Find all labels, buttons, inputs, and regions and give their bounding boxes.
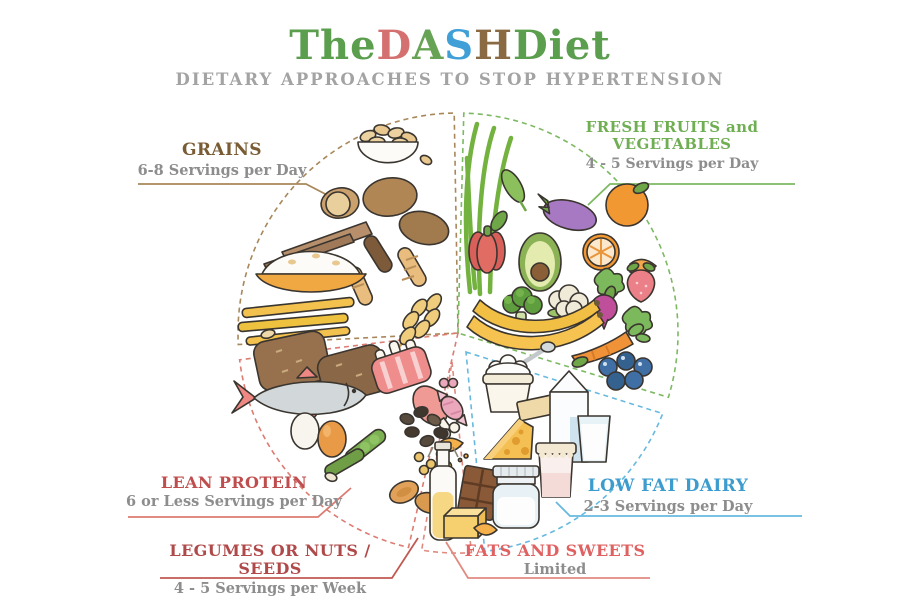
grains-label-title: GRAINS: [181, 140, 262, 160]
fats-sweets-foods: [427, 377, 502, 541]
title-letter-d: D: [376, 22, 413, 69]
fats-sweets-label: FATS AND SWEETS Limited: [449, 541, 661, 579]
milk-jar-icon: [492, 465, 540, 529]
milk-cup-icon: [535, 442, 577, 498]
low-fat-dairy-label: LOW FAT DAIRY 2-3 Servings per Day: [570, 476, 766, 515]
legumes-servings: 4 - 5 Servings per Week: [173, 579, 367, 597]
lean-protein-label: LEAN PROTEIN 6 or Less Servings per Day: [119, 473, 349, 511]
bananas-icon: [466, 299, 605, 351]
fruits-vegetables-wedge: [457, 112, 679, 399]
wheat-icon: [389, 293, 443, 359]
eggs-icon: [290, 412, 347, 458]
grains-callout-line: [138, 183, 332, 198]
title-letter-a: A: [412, 22, 445, 69]
title-letter-h: H: [474, 22, 513, 69]
fruits-vegetables-foods: [463, 121, 657, 391]
green-beans-icon: [324, 428, 387, 483]
legumes-nuts-seeds-label: LEGUMES OR NUTS / SEEDS 4 - 5 Servings p…: [142, 541, 398, 597]
legumes-callout-line: [160, 537, 419, 579]
fruits-vegetables-label: FRESH FRUITS and VEGETABLES 4 - 5 Servin…: [574, 118, 770, 172]
dairy-callout-line: [555, 501, 802, 517]
low-fat-dairy-wedge: [465, 350, 664, 553]
peach-slice-icon: [473, 522, 498, 536]
strawberry-icon: [626, 262, 656, 303]
fats-servings: Limited: [523, 561, 587, 579]
fruits-servings: 4 - 5 Servings per Day: [585, 155, 759, 172]
carrot-icon: [571, 323, 651, 366]
avocado-icon: [518, 232, 562, 292]
legumes-label-title: LEGUMES OR NUTS / SEEDS: [169, 541, 371, 579]
leaf-icon: [490, 210, 508, 232]
fruits-label-line1: FRESH FRUITS and: [585, 118, 759, 136]
fats-label-title: FATS AND SWEETS: [464, 541, 646, 560]
blueberries-icon: [598, 351, 653, 391]
milk-glass-icon: [577, 415, 611, 463]
yogurt-cup-icon: [482, 341, 556, 413]
grains-servings: 6-8 Servings per Day: [137, 161, 307, 179]
title-word-diet: Diet: [512, 22, 611, 69]
dairy-label-title: LOW FAT DAIRY: [587, 476, 749, 496]
flour-bowl-icon: [255, 250, 367, 293]
callout-lines: [128, 183, 802, 579]
potatoes-icon: [320, 177, 450, 246]
candy-icon: [436, 377, 468, 427]
fruits-label-line2: VEGETABLES: [612, 135, 732, 154]
beans-seeds-icon: [399, 406, 449, 448]
lean-protein-wedge: [238, 332, 460, 549]
dairy-servings: 2-3 Servings per Day: [583, 497, 753, 515]
chocolate-bar-icon: [456, 464, 502, 522]
orange-icon: [605, 181, 650, 227]
title-word-the: The: [289, 22, 377, 69]
fats-callout-line: [445, 541, 650, 579]
grains-wedge: [237, 112, 459, 346]
title-letter-s: S: [444, 22, 475, 69]
protein-servings: 6 or Less Servings per Day: [126, 493, 342, 511]
eggplant-icon: [537, 193, 597, 232]
grains-label: GRAINS 6-8 Servings per Day: [117, 140, 327, 179]
fruits-callout-line: [587, 183, 795, 206]
leaf-icon: [571, 356, 589, 368]
cheese-wedge-icon: [483, 418, 534, 460]
fats-sweets-wedge: [420, 361, 473, 554]
protein-callout-line: [128, 487, 352, 518]
page-subtitle: DIETARY APPROACHES TO STOP HYPERTENSION: [175, 70, 725, 89]
pie-wedges: [237, 112, 679, 554]
cauliflower-icon: [547, 284, 589, 318]
bell-pepper-icon: [468, 225, 506, 274]
snack-bowl-icon: [357, 124, 433, 166]
lean-protein-foods: [231, 339, 461, 515]
ribs-icon: [370, 339, 432, 395]
low-fat-dairy-foods: [482, 341, 611, 529]
page-title: TheDASHDiet: [0, 22, 900, 69]
arugula-leaf-icon: [500, 169, 528, 212]
protein-label-title: LEAN PROTEIN: [160, 473, 308, 492]
